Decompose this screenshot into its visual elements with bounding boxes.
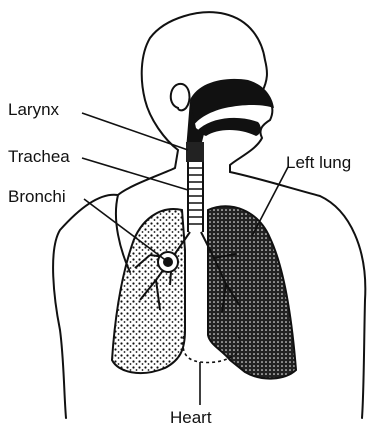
trachea (188, 162, 203, 232)
label-left-lung: Left lung (286, 154, 351, 171)
ear (171, 84, 190, 110)
larynx-pointer (82, 113, 188, 150)
right-lung (112, 209, 185, 373)
larynx (186, 142, 204, 162)
label-heart: Heart (170, 409, 212, 426)
left-lung-pointer (252, 167, 288, 236)
label-larynx: Larynx (8, 101, 59, 118)
label-bronchi: Bronchi (8, 188, 66, 205)
mouth-cavity (196, 118, 261, 136)
label-trachea: Trachea (8, 148, 70, 165)
left-lung (208, 206, 296, 378)
